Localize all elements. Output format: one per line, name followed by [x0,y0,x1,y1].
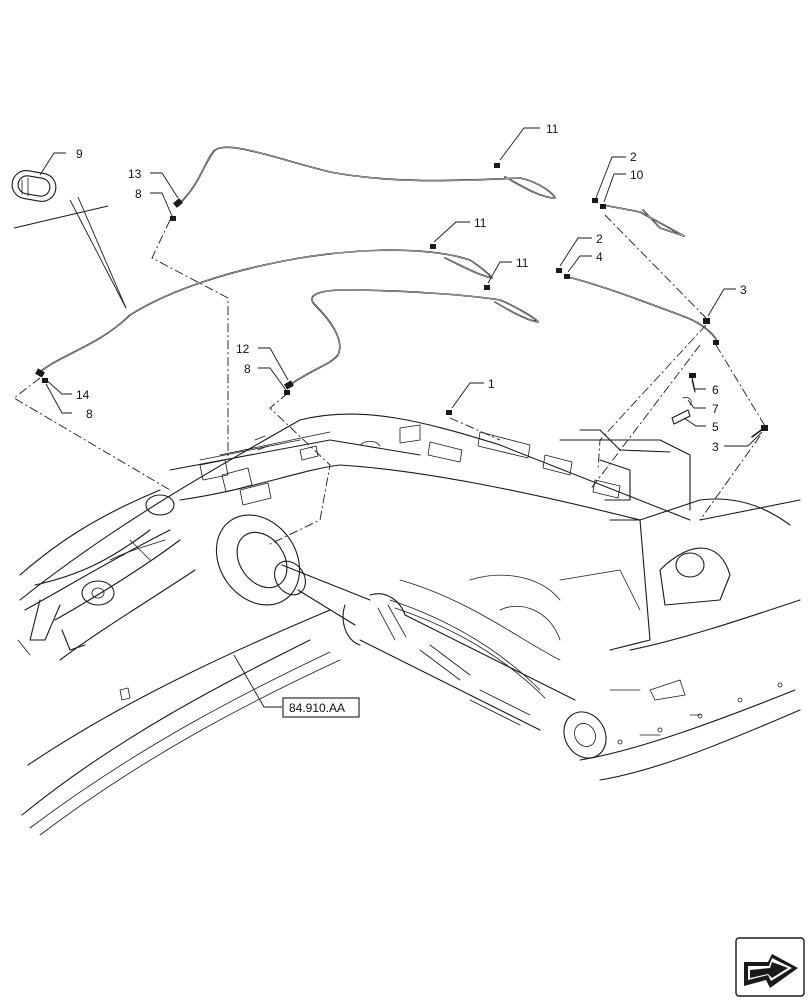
callout-8-mid: 8 [244,362,251,376]
tube-4 [567,276,719,343]
tube-12 [289,289,539,386]
hydraulic-tubes [35,146,768,438]
callout-8-left: 8 [86,407,93,421]
callout-2-mid: 2 [596,232,603,246]
reference-box[interactable] [282,697,360,718]
tube-13 [177,146,556,206]
tube-14 [39,249,493,373]
callout-1: 1 [488,377,495,391]
callout-8-top: 8 [135,187,142,201]
tube-10 [602,204,685,237]
callout-2-top: 2 [630,150,637,164]
callout-11-low: 11 [516,256,529,270]
callout-7: 7 [712,402,719,416]
callout-11-mid: 11 [474,216,487,230]
callout-5: 5 [712,420,719,434]
next-page-arrow-icon[interactable] [735,937,805,997]
seal-ring-9 [11,170,57,202]
boom-structure [17,413,801,836]
callout-6: 6 [712,383,719,397]
callout-13: 13 [128,167,142,181]
callout-11-top: 11 [546,122,559,136]
callout-12: 12 [236,342,250,356]
callout-3-top: 3 [740,283,747,297]
callout-4: 4 [596,250,603,264]
callout-14: 14 [76,388,90,402]
assembly-lines [13,214,766,546]
callout-labels: 11 2 10 11 2 4 11 3 13 8 9 14 8 12 8 1 6… [76,122,747,454]
callout-9: 9 [76,147,83,161]
leader-lines [13,127,763,708]
reference-label[interactable]: 84.910.AA [289,701,345,715]
reference-link[interactable]: 84.910.AA [282,697,360,718]
callout-10: 10 [630,168,644,182]
callout-3-low: 3 [712,440,719,454]
